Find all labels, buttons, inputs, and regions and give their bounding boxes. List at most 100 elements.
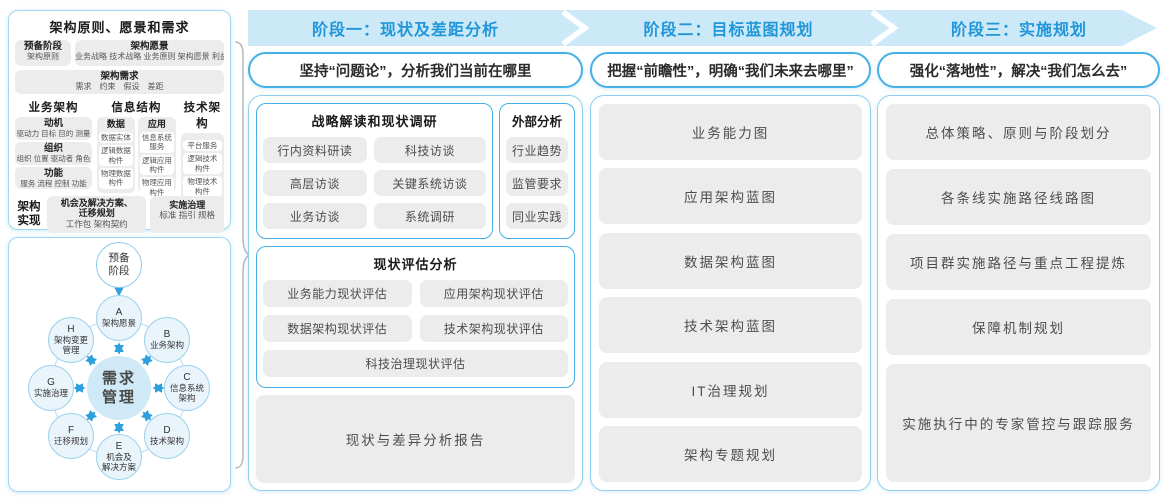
opportunities-title: 机会及解决方案、 迁移规划: [60, 198, 133, 219]
survey-item: 关键系统访谈: [373, 170, 486, 196]
phase2-container: 业务能力图 应用架构蓝图 数据架构蓝图 技术架构蓝图 IT治理规划 架构专题规划: [590, 95, 871, 491]
governance-title: 实施治理: [169, 200, 206, 210]
adm-label: 实施治理: [33, 387, 68, 398]
data-sub-panel: 数据 数据实体 逻辑数据 构件 物理数据 构件: [96, 117, 135, 193]
data-item: 数据实体: [98, 131, 133, 144]
brace-connector: [230, 40, 251, 470]
organization-sub: 组织 位置 驱动者 角色: [16, 154, 91, 164]
data-item: 物理数据 构件: [98, 167, 133, 189]
survey-item: 系统调研: [373, 203, 486, 229]
assessment-title: 现状评估分析: [373, 257, 458, 272]
motivation-sub: 驱动力 目标 目的 测量: [16, 129, 91, 139]
architecture-requirements-box: 架构需求 需求 约束 假设 差距: [15, 70, 224, 94]
prelim-sub: 架构原则: [27, 52, 59, 62]
req-sub: 需求 约束 假设 差距: [75, 82, 164, 92]
application-item: 信息系统 服务: [139, 131, 174, 153]
motivation-title: 动机: [43, 118, 63, 129]
function-title: 功能: [43, 167, 63, 179]
external-item: 行业趋势: [506, 137, 568, 163]
data-sub-title: 数据: [106, 119, 125, 129]
prelim-phase-box: 预备阶段 架构原则: [15, 40, 71, 66]
adm-node-g: G 实施治理: [28, 365, 74, 411]
phase3-header: 阶段三：实施规划: [950, 22, 1087, 39]
application-sub-title: 应用: [147, 119, 166, 129]
adm-letter: G: [47, 377, 55, 389]
external-item: 同业实践: [506, 203, 568, 229]
phase3-item: 各条线实施路径线路图: [886, 169, 1151, 225]
vision-title: 架构愿景: [130, 41, 169, 52]
adm-letter: E: [115, 441, 123, 453]
adm-letter: F: [67, 425, 75, 437]
adm-label: 架构变更 管理: [53, 334, 88, 355]
adm-letter: B: [163, 329, 171, 341]
phase3-slogan: 强化“落地性”，解决“我们怎么去”: [877, 52, 1160, 88]
phase2-item: 应用架构蓝图: [599, 168, 862, 225]
phase3-item: 保障机制规划: [886, 299, 1151, 355]
business-architecture-column: 业务架构 动机 驱动力 目标 目的 测量 组织 组织 位置 驱动者 角色 功能 …: [15, 99, 92, 191]
survey-item: 科技访谈: [373, 137, 486, 163]
external-analysis-box: 外部分析 行业趋势 监管要求 同业实践: [499, 103, 575, 239]
information-structure-column: 信息结构 数据 数据实体 逻辑数据 构件 物理数据 构件 应用 信息系统 服务 …: [96, 99, 176, 199]
opportunities-migration-box: 机会及解决方案、 迁移规划 工作包 架构契约: [47, 196, 147, 233]
panel-title: 架构原则、愿景和需求: [49, 20, 190, 35]
architecture-content-panel: 架构原则、愿景和需求 预备阶段 架构原则 架构愿景 业务战略 技术战略 业务原则…: [8, 10, 231, 233]
current-state-assessment-box: 现状评估分析 业务能力现状评估 应用架构现状评估 数据架构现状评估 技术架构现状…: [256, 246, 575, 388]
req-title: 架构需求: [100, 71, 139, 82]
motivation-box: 动机 驱动力 目标 目的 测量: [15, 117, 92, 140]
adm-label: 技术架构: [149, 435, 184, 446]
strategy-survey-box: 战略解读和现状调研 行内资料研读 科技访谈 高层访谈 关键系统访谈 业务访谈 系…: [256, 103, 493, 239]
adm-node-a: A 架构愿景: [96, 295, 142, 341]
phase2-item: IT治理规划: [599, 361, 862, 418]
adm-letter: C: [183, 372, 191, 384]
realization-label: 架构 实现: [17, 201, 41, 227]
application-item: 逻辑应用 构件: [139, 154, 174, 176]
assessment-item: 应用架构现状评估: [419, 280, 568, 307]
prelim-vision-row: 预备阶段 架构原则 架构愿景 业务战略 技术战略 业务原则 架构愿景 利益相关者: [15, 40, 224, 66]
business-architecture-header: 业务架构: [28, 102, 79, 114]
external-item: 监管要求: [506, 170, 568, 196]
governance-sub: 标准 指引 规格: [159, 210, 216, 221]
external-title: 外部分析: [511, 115, 562, 129]
adm-node-d: D 技术架构: [144, 413, 190, 459]
technology-item: 逻辑技术 构件: [182, 153, 222, 175]
phase2-item: 架构专题规划: [599, 425, 862, 482]
survey-item: 高层访谈: [263, 170, 367, 196]
information-structure-header: 信息结构: [111, 102, 162, 114]
survey-title: 战略解读和现状调研: [311, 114, 438, 129]
survey-item: 业务访谈: [263, 203, 367, 229]
phase2-item: 数据架构蓝图: [599, 232, 862, 289]
adm-cycle-panel: 预备 阶段 A 架构愿景 B 业务架构 C 信息系统 架构 D 技术架构 E 机…: [8, 237, 231, 492]
adm-preliminary-node: 预备 阶段: [96, 242, 142, 288]
phase1-container: 战略解读和现状调研 行内资料研读 科技访谈 高层访谈 关键系统访谈 业务访谈 系…: [248, 95, 583, 491]
adm-node-b: B 业务架构: [144, 317, 190, 363]
adm-requirements-management-node: 需求 管理: [87, 356, 151, 420]
application-item: 物理应用 构件: [139, 177, 174, 199]
assessment-item: 科技治理现状评估: [263, 350, 568, 377]
adm-label: 迁移规划: [53, 435, 88, 446]
phase3-item: 总体策略、原则与阶段划分: [886, 104, 1151, 160]
phase3-container: 总体策略、原则与阶段划分 各条线实施路径线路图 项目群实施路径与重点工程提炼 保…: [877, 95, 1160, 491]
adm-letter: H: [67, 324, 75, 336]
adm-node-c: C 信息系统 架构: [164, 365, 210, 411]
vision-sub: 业务战略 技术战略 业务原则 架构愿景 利益相关者: [75, 52, 224, 62]
gap-analysis-report-box: 现状与差异分析报告: [256, 395, 575, 483]
architecture-columns: 业务架构 动机 驱动力 目标 目的 测量 组织 组织 位置 驱动者 角色 功能 …: [15, 99, 224, 209]
architecture-realization-row: 架构 实现 机会及解决方案、 迁移规划 工作包 架构契约 实施治理 标准 指引 …: [15, 196, 224, 233]
adm-letter: D: [163, 425, 171, 437]
adm-letter: A: [115, 307, 123, 319]
adm-label: 业务架构: [149, 339, 184, 350]
phase2-item: 业务能力图: [599, 104, 862, 160]
adm-node-h: H 架构变更 管理: [48, 317, 94, 363]
phase1-header: 阶段一：现状及差距分析: [311, 22, 499, 39]
phase1-slogan: 坚持“问题论”，分析我们当前在哪里: [248, 52, 583, 88]
phase3-item: 实施执行中的专家管控与跟踪服务: [886, 364, 1151, 482]
data-item: 逻辑数据 构件: [98, 145, 133, 166]
implementation-governance-box: 实施治理 标准 指引 规格: [150, 196, 224, 233]
application-sub-panel: 应用 信息系统 服务 逻辑应用 构件 物理应用 构件: [137, 117, 176, 199]
assessment-item: 数据架构现状评估: [263, 315, 412, 342]
phase-band: [248, 10, 1157, 46]
phase2-slogan: 把握“前瞻性”，明确“我们未来去哪里”: [590, 52, 871, 88]
organization-box: 组织 组织 位置 驱动者 角色: [15, 141, 92, 165]
adm-label: 机会及 解决方案: [101, 451, 136, 472]
adm-node-e: E 机会及 解决方案: [96, 434, 142, 480]
